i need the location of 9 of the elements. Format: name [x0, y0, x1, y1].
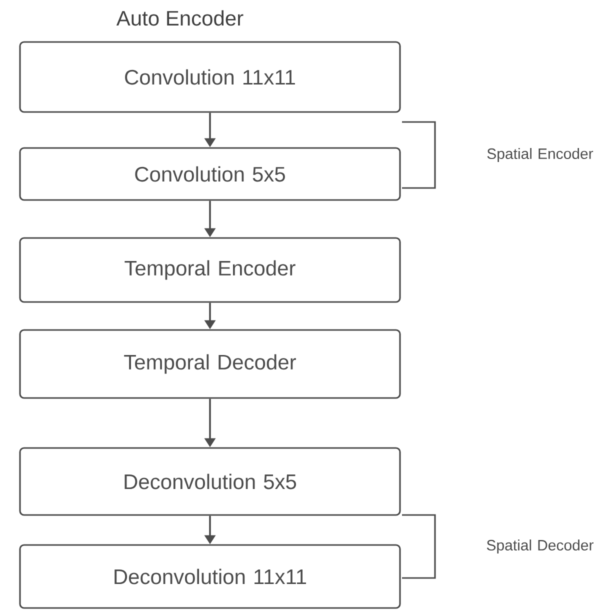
process-box: Deconvolution 11x11	[19, 544, 401, 609]
bracket-label: Spatial Decoder	[486, 540, 594, 554]
process-box: Temporal Encoder	[19, 237, 401, 303]
process-box: Temporal Decoder	[19, 329, 401, 399]
process-box: Convolution 5x5	[19, 147, 401, 201]
process-box: Convolution 11x11	[19, 41, 401, 113]
process-box: Deconvolution 5x5	[19, 447, 401, 516]
title: Auto Encoder	[116, 10, 244, 26]
bracket-label: Spatial Encoder	[487, 148, 594, 162]
